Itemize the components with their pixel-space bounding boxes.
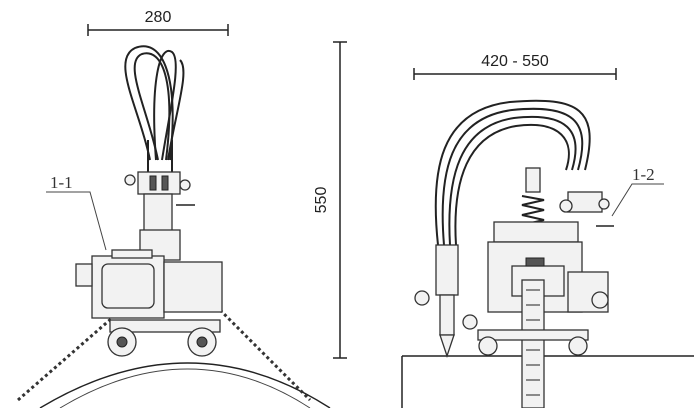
leader-left [46, 191, 107, 251]
dimension-right-width-label: 420 - 550 [481, 53, 549, 70]
dimension-left-width-label: 280 [145, 9, 172, 26]
valves-right [559, 191, 614, 227]
spring-column-right [521, 167, 545, 226]
dimension-height-label: 550 [313, 187, 330, 214]
wheels-right [477, 329, 589, 356]
valves-left [124, 171, 195, 206]
hoses-left [124, 45, 185, 175]
flat-surface [401, 355, 694, 408]
dimension-left-width [87, 24, 229, 36]
pipe-arc [39, 362, 331, 408]
wheels-left [107, 319, 221, 357]
motor-body-left [75, 249, 223, 319]
part-label-right: 1-2 [632, 165, 655, 184]
chain-left [17, 308, 312, 402]
dimension-right-width [413, 68, 617, 80]
hoses-right [434, 99, 591, 246]
torch-left-side [414, 244, 478, 359]
dimension-height [333, 41, 347, 359]
part-label-left: 1-1 [50, 173, 73, 192]
carriage-right [487, 221, 609, 313]
leader-right [611, 183, 664, 217]
rack-right [521, 279, 545, 408]
